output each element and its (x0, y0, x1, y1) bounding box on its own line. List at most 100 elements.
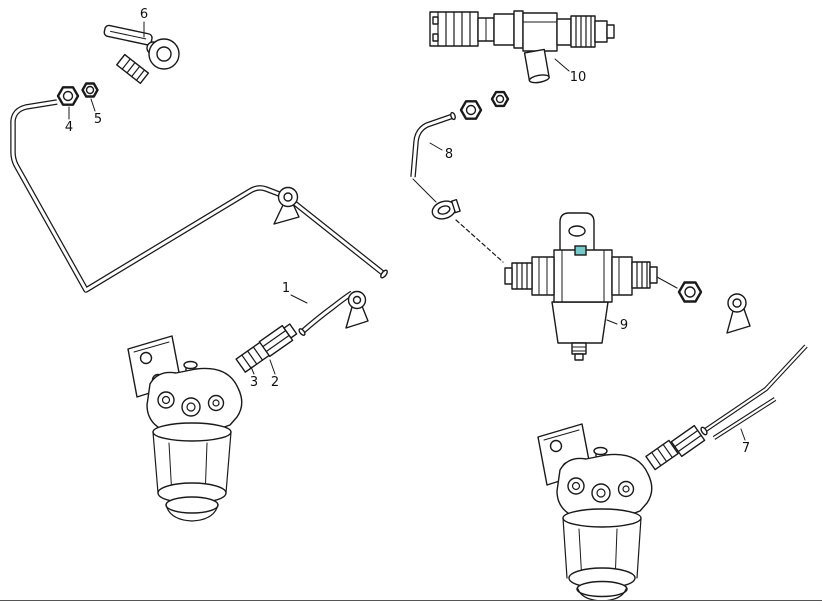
fitting-collar (283, 323, 298, 339)
part-label-9: 9 (606, 318, 628, 333)
filter-port (207, 394, 225, 412)
leader-line (429, 142, 443, 151)
pipe-core (300, 291, 354, 334)
label-text: 3 (250, 375, 258, 390)
leader-line (250, 366, 255, 375)
bracket-plate (345, 305, 369, 329)
part-label-10: 10 (554, 58, 587, 85)
filter-port-hole (186, 402, 196, 412)
filter-port (181, 397, 201, 417)
part-1-fuel-pipe (298, 291, 369, 336)
leader-line (606, 319, 618, 325)
part-7-fuel-pipe (700, 346, 806, 438)
part-4-nut (56, 86, 80, 106)
nut-hole (465, 104, 477, 116)
filter-port-hole (596, 488, 606, 498)
fuel-filter-assembly-left (127, 335, 243, 522)
tip (594, 20, 608, 43)
nut-mid-right (677, 281, 703, 303)
vent-bolt-head (183, 360, 198, 370)
facet-line (262, 329, 287, 348)
bracket-hole (139, 351, 153, 365)
canister-side (562, 517, 568, 579)
nut-upper-right-b (490, 90, 510, 108)
left-plug-end (504, 267, 513, 285)
flange (513, 10, 524, 49)
filter-port (617, 480, 635, 498)
handle-line (110, 30, 147, 40)
leader-line (740, 428, 746, 441)
tip-end (606, 24, 615, 39)
label-text: 7 (742, 441, 750, 456)
pipe-end-opening (450, 111, 456, 121)
label-text: 9 (620, 318, 628, 333)
part-label-4: 4 (65, 106, 73, 135)
neck (556, 18, 572, 46)
label-text: 8 (445, 147, 453, 162)
canister-rim (152, 422, 232, 442)
part-5-nut (81, 82, 99, 98)
filter-port-hole (161, 395, 171, 405)
canister-side (636, 517, 642, 579)
filter-port-hole (571, 481, 581, 491)
valve-handle-group (103, 24, 153, 46)
part-label-5: 5 (90, 98, 102, 127)
bracket-ring-hole (352, 295, 362, 305)
fuel-pipe-left-long (13, 102, 388, 290)
clamp-hole (437, 205, 451, 215)
part-2-connector-fitting (258, 323, 298, 358)
label-text: 1 (282, 281, 290, 296)
pipe-clamp-bracket-mid (273, 186, 300, 225)
nut-hole (684, 286, 696, 298)
thread-line (131, 65, 141, 78)
bracket-hole (549, 439, 563, 453)
fitting-right-hex (670, 424, 706, 458)
valve-body-core (156, 46, 172, 62)
filter-port (591, 483, 611, 503)
part-label-6: 6 (140, 7, 148, 38)
fitting-body (670, 424, 706, 458)
leader-line (90, 98, 96, 112)
valve-threaded-tip (116, 53, 150, 85)
filter-port-hole (622, 485, 630, 493)
fuel-filter-assembly-right (537, 423, 653, 600)
part-10-shutoff-solenoid (429, 10, 615, 84)
thread-line (662, 443, 673, 459)
leader-line (290, 294, 308, 304)
label-text: 4 (65, 120, 73, 135)
assembly-dashed-line (455, 219, 504, 263)
thread-line (246, 350, 258, 365)
down-port-opening (528, 74, 550, 84)
solenoid-body (522, 12, 558, 52)
nipple-tip (574, 353, 584, 361)
hose-clamp (431, 198, 461, 220)
pipe-end-opening (380, 269, 388, 279)
facet-line (674, 429, 699, 448)
connector-tab (432, 33, 439, 42)
part-label-2: 2 (269, 359, 279, 390)
canister-rim (562, 508, 642, 528)
part-label-7: 7 (740, 428, 750, 456)
bowl-rim (165, 496, 219, 514)
thread-line (126, 62, 136, 74)
label-text: 2 (271, 375, 279, 390)
bracket-ring-hole (732, 298, 742, 308)
connector-tab (432, 16, 439, 25)
down-port-group (523, 48, 550, 84)
nut-hole (495, 94, 505, 104)
bracket-slot (568, 225, 586, 237)
nut-hole (62, 90, 74, 102)
thread-line (121, 58, 131, 70)
label-text: 10 (570, 70, 587, 85)
thread-line (656, 447, 668, 463)
pump-drain-nipple (571, 342, 587, 355)
part-labels: 1 2 3 4 5 6 7 8 (65, 7, 750, 456)
pipe-end-opening (298, 328, 306, 336)
thread-line (135, 69, 146, 81)
part-9-fuel-pump-assembly (504, 212, 658, 361)
filter-port (567, 477, 585, 495)
pipe-to-clamp-line (412, 178, 437, 203)
bracket-ring-hole (283, 192, 293, 202)
pipe-outline (704, 346, 806, 431)
